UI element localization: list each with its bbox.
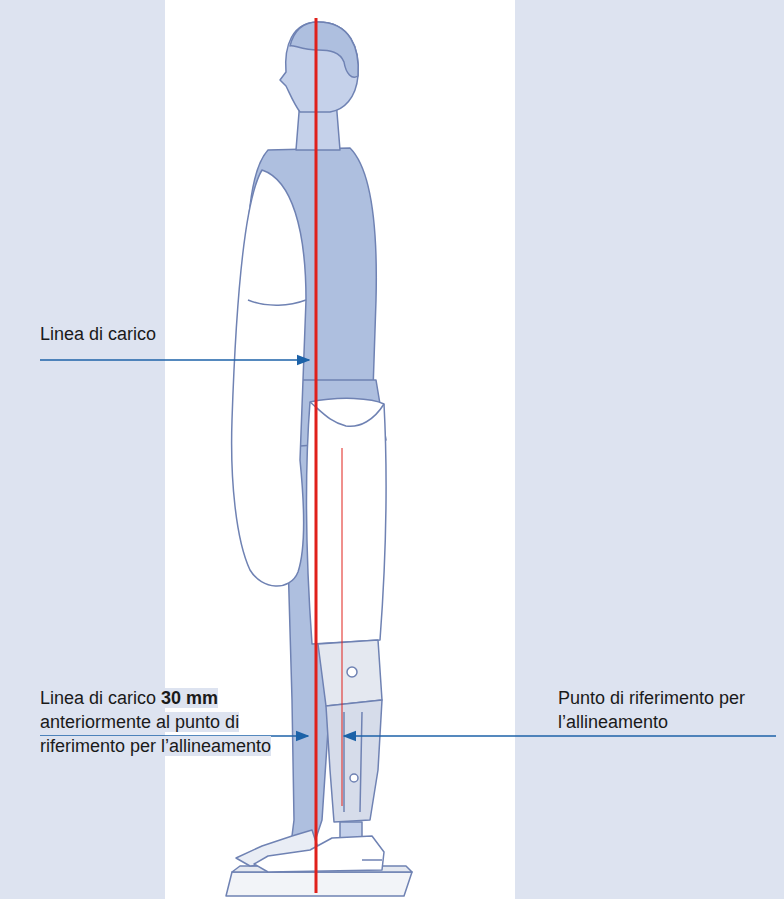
callout-label: Punto di riferimento per l’allineamento <box>558 688 745 732</box>
reference-point-label: Punto di riferimento per l’allineamento <box>558 686 780 734</box>
callout-label: Linea di carico <box>40 324 156 344</box>
callout-label: anteriormente al punto di riferimento pe… <box>40 712 271 756</box>
dimension-label: 30 mm <box>161 688 218 708</box>
load-line-label: Linea di carico <box>40 322 270 346</box>
load-line-offset-label: Linea di carico 30 mm anteriormente al p… <box>40 686 272 758</box>
callout-label: Linea di carico <box>40 688 156 708</box>
